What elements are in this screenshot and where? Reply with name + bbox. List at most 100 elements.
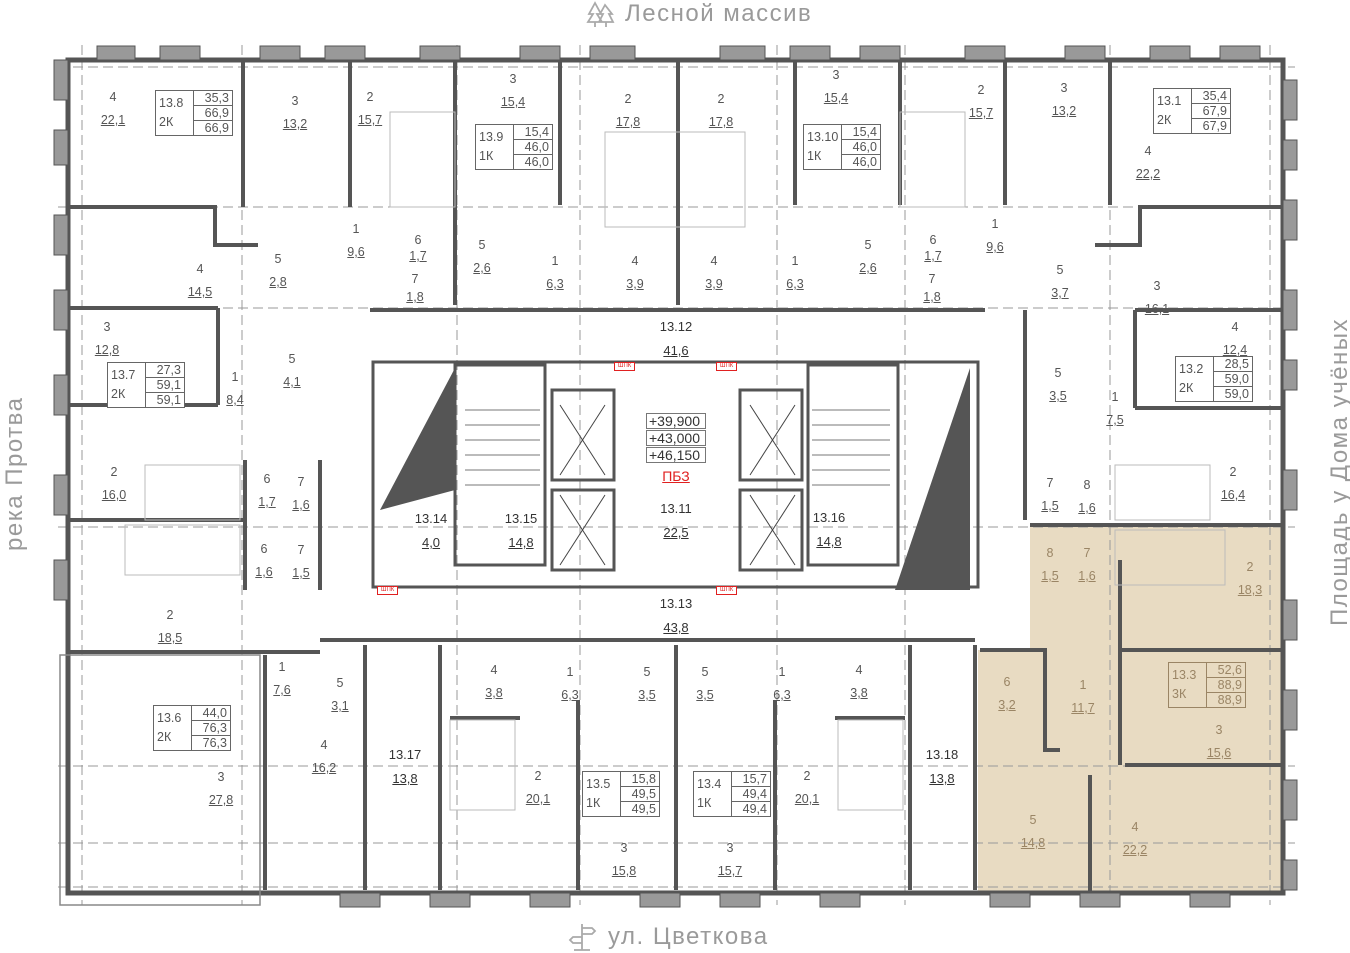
- living-area: 15,8: [621, 772, 659, 787]
- room-number: 3: [832, 68, 840, 82]
- room-area: 15,7: [717, 864, 743, 878]
- room-area: 1,7: [258, 495, 276, 509]
- room-area: 9,6: [347, 245, 365, 259]
- room-area: 15,4: [500, 95, 526, 109]
- area-id: 13.13: [659, 596, 693, 611]
- signpost-icon: [568, 924, 597, 951]
- living-area: 35,4: [1192, 89, 1230, 104]
- room-number: 2: [534, 769, 542, 783]
- area-value: 14,8: [816, 534, 842, 549]
- room-number: 2: [977, 83, 985, 97]
- apartment-id: 13.2: [1179, 362, 1204, 376]
- apartment-13-3-highlight[interactable]: [978, 527, 1285, 895]
- room-number: 1: [551, 254, 559, 268]
- apartment-type: 2К: [1179, 381, 1194, 395]
- room-area: 16,2: [311, 761, 337, 775]
- room-area: 3,8: [850, 686, 868, 700]
- room-area: 6,3: [773, 688, 791, 702]
- fire-cabinet-label: ШПК: [716, 362, 738, 371]
- room-number: 2: [803, 769, 811, 783]
- room-area: 11,7: [1071, 701, 1095, 715]
- room-area: 2,8: [269, 275, 287, 289]
- apartment-id: 13.4: [697, 777, 722, 791]
- total-area: 67,9: [1192, 104, 1230, 119]
- room-area: 18,5: [157, 631, 183, 645]
- room-area: 17,8: [708, 115, 734, 129]
- room-area: 8,4: [226, 393, 244, 407]
- room-number: 3: [217, 770, 225, 784]
- room-number: 1: [1111, 390, 1119, 404]
- apartment-type: 1К: [807, 149, 822, 163]
- living-area: 15,7: [732, 772, 770, 787]
- total-area-with-balcony: 66,9: [204, 121, 229, 135]
- apartment-type: 1К: [697, 796, 712, 810]
- room-area: 22,1: [100, 113, 126, 127]
- direction-south-label: ул. Цветкова: [608, 923, 769, 950]
- apartment-type: 2К: [1157, 113, 1172, 127]
- apartment-id: 13.3: [1172, 668, 1197, 682]
- elevator-cross-icons: [559, 404, 796, 566]
- room-number: 5: [274, 252, 282, 266]
- windows: [53, 45, 1298, 908]
- room-area: 3,8: [485, 686, 503, 700]
- room-number: 6: [263, 472, 271, 486]
- living-area: 52,6: [1207, 663, 1245, 678]
- room-area: 22,2: [1135, 167, 1161, 181]
- room-area: 15,7: [357, 113, 383, 127]
- elevation-mark: +43,000: [646, 430, 706, 446]
- apartment-id: 13.10: [807, 130, 839, 144]
- total-area: 66,9: [194, 106, 232, 121]
- room-area: 9,6: [986, 240, 1004, 254]
- room-area: 16,0: [101, 488, 127, 502]
- fire-cabinet-label: ШПК: [377, 586, 399, 595]
- room-area: 22,2: [1122, 843, 1148, 857]
- room-area: 16,1: [1144, 302, 1170, 316]
- room-number: 7: [1083, 546, 1091, 560]
- area-id: 13.18: [925, 747, 959, 762]
- room-area: 3,2: [998, 698, 1016, 712]
- room-area: 3,7: [1051, 286, 1069, 300]
- room-number: 3: [509, 72, 517, 86]
- room-number: 6: [929, 233, 937, 247]
- living-area: 15,4: [842, 125, 880, 140]
- room-number: 2: [110, 465, 118, 479]
- room-number: 1: [231, 370, 239, 384]
- room-number: 5: [1056, 263, 1064, 277]
- room-number: 1: [352, 222, 360, 236]
- apartment-type: 3К: [1172, 687, 1187, 701]
- fire-safe-zone-label: ПБЗ: [662, 468, 690, 484]
- room-number: 3: [291, 94, 299, 108]
- room-number: 2: [1229, 465, 1237, 479]
- total-area: 59,1: [146, 378, 184, 393]
- apartment-id: 13.6: [157, 711, 182, 725]
- apartment-id: 13.7: [111, 368, 136, 382]
- apartment-id: 13.1: [1157, 94, 1182, 108]
- living-area: 44,0: [192, 706, 230, 721]
